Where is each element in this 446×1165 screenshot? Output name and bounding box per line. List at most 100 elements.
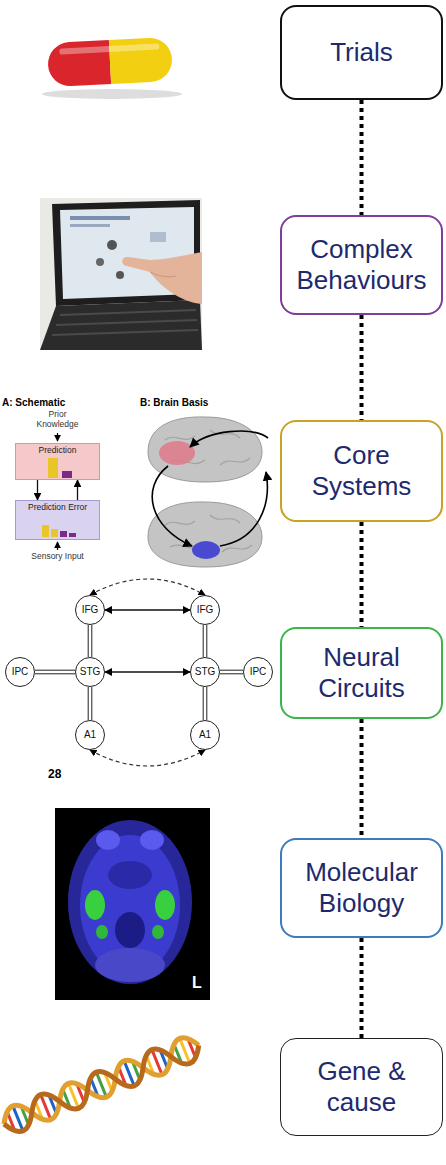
mri-scan: [96, 925, 108, 939]
node-text: Complex Behaviours: [292, 234, 431, 296]
mri-scan: [155, 890, 175, 920]
capsule-pill: [42, 37, 182, 99]
capsule-pill: [109, 37, 173, 84]
mri-scan: [55, 808, 210, 1000]
dotted-connector: [361, 938, 362, 1038]
mri-scan: [95, 948, 165, 982]
laptop-photo: [52, 330, 198, 335]
dna-helix: [6, 1036, 197, 1134]
brain-illustration: [192, 541, 220, 559]
connector-line: [360, 100, 364, 215]
connector-line: [206, 687, 207, 720]
node-text: STG: [195, 667, 216, 677]
dashed-arc-connector: [90, 750, 205, 766]
double-connector: [220, 670, 243, 674]
process-box: Gene & cause: [280, 1038, 443, 1136]
region-node: STG: [190, 657, 220, 687]
connector-line: [91, 625, 92, 657]
connector-line: [35, 673, 75, 674]
double-connector: [203, 625, 207, 657]
connector-line: [105, 609, 190, 610]
laptop-photo: [122, 252, 202, 304]
laptop-photo: [40, 198, 202, 350]
connector-line: [206, 625, 207, 657]
arrow-connector: [77, 480, 78, 500]
connector-line: [360, 315, 364, 420]
laptop-photo: [70, 216, 130, 220]
laptop-photo: [56, 320, 197, 325]
node-text: STG: [80, 667, 101, 677]
connector-line: [90, 750, 205, 766]
node-text: A1: [199, 730, 211, 740]
double-connector: [203, 687, 207, 720]
connector-line: [77, 480, 78, 500]
process-box: Trials: [280, 5, 443, 100]
arrow-connector: [37, 480, 38, 500]
node-text: A1: [84, 730, 96, 740]
figure-label: Prior Knowledge: [30, 410, 85, 430]
region-node: IFG: [75, 595, 105, 625]
region-node: STG: [75, 657, 105, 687]
mri-scan: [55, 808, 210, 1000]
mri-scan: [152, 925, 164, 939]
connector-line: [220, 670, 243, 671]
brain-illustration: [152, 466, 192, 546]
figure-label: B: Brain Basis: [140, 397, 208, 409]
double-connector: [88, 625, 92, 657]
dotted-connector: [361, 315, 362, 420]
brain-illustration: [159, 441, 195, 465]
brain-illustration: [148, 417, 262, 482]
connector-line: [360, 719, 364, 838]
figure-label: A: Schematic: [2, 397, 65, 409]
dna-helix: [0, 1033, 204, 1137]
connector-line: [203, 687, 204, 720]
region-node: IPC: [243, 657, 273, 687]
brain-illustration: [148, 502, 262, 567]
figure-label: 28: [48, 768, 61, 782]
laptop-photo: [107, 240, 117, 250]
schematic-leader: [57, 542, 58, 550]
double-connector: [88, 687, 92, 720]
laptop-photo: [60, 310, 196, 315]
node-text: IPC: [12, 667, 29, 677]
figure-label: Sensory Input: [30, 552, 85, 562]
connector-line: [91, 687, 92, 720]
arrow-connector: [105, 672, 190, 673]
dashed-arc-connector: [90, 579, 205, 595]
mri-scan: [85, 890, 105, 920]
laptop-photo: [150, 272, 176, 277]
brain-illustration: [220, 472, 267, 546]
dotted-connector: [361, 100, 362, 215]
mri-scan: [140, 830, 164, 850]
process-box: Molecular Biology: [280, 838, 443, 938]
connector-line: [360, 938, 364, 1038]
node-text: Prediction Error: [28, 503, 87, 512]
node-text: IPC: [250, 667, 267, 677]
connector-line: [37, 480, 38, 500]
schematic-leader: [57, 433, 58, 441]
process-box: Neural Circuits: [280, 627, 443, 719]
laptop-photo: [40, 198, 202, 350]
connector-line: [360, 522, 364, 627]
brain-illustration: [190, 431, 268, 447]
node-text: Gene & cause: [291, 1056, 432, 1118]
process-box: Core Systems: [280, 420, 443, 522]
mri-scan: [115, 912, 145, 948]
node-text: IFG: [197, 605, 214, 615]
node-text: Molecular Biology: [292, 857, 431, 919]
node-text: Prediction: [39, 446, 77, 455]
capsule-pill: [59, 43, 159, 54]
node-text: Neural Circuits: [292, 642, 431, 704]
dna-helix: [0, 1033, 204, 1137]
connector-line: [90, 579, 205, 595]
capsule-pill: [47, 37, 173, 87]
region-node: IFG: [190, 595, 220, 625]
schematic-box: Prediction Error: [15, 500, 100, 540]
dotted-connector: [361, 522, 362, 627]
region-node: A1: [75, 720, 105, 750]
mri-scan: [108, 861, 152, 889]
connector-line: [203, 625, 204, 657]
process-box: Complex Behaviours: [280, 215, 443, 315]
